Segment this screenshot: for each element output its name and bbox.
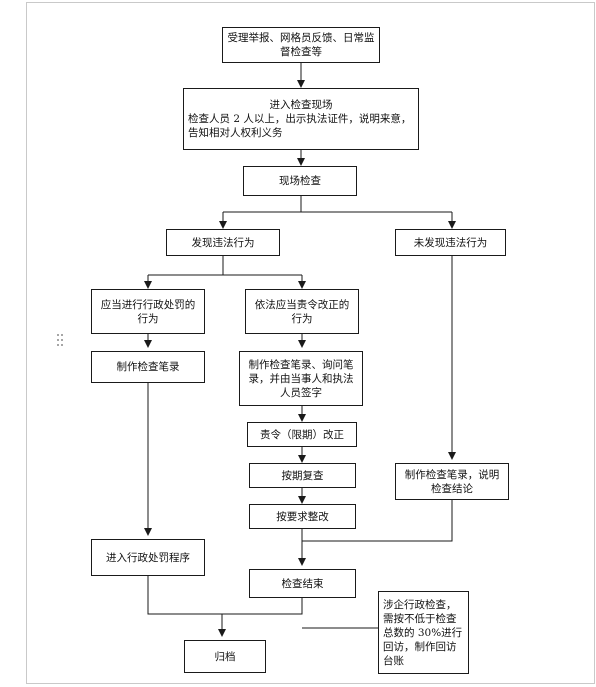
node-enter-site-body: 检查人员 2 人以上，出示执法证件，说明来意，告知相对人权利义务 bbox=[188, 113, 412, 139]
node-found-label: 发现违法行为 bbox=[191, 236, 255, 249]
drag-handle-icon[interactable] bbox=[57, 334, 65, 348]
node-rectify: 依法应当责令改正的行为 bbox=[245, 289, 359, 334]
node-not-found: 未发现违法行为 bbox=[395, 229, 506, 256]
arrowhead-penalty bbox=[144, 281, 152, 289]
page-frame bbox=[26, 2, 595, 684]
node-order: 责令（限期）改正 bbox=[247, 422, 357, 447]
node-accept: 受理举报、网格员反馈、日常监督检查等 bbox=[222, 27, 380, 63]
node-archive: 归档 bbox=[184, 640, 266, 673]
node-require-label: 按要求整改 bbox=[276, 510, 329, 523]
node-accept-label: 受理举报、网格员反馈、日常监督检查等 bbox=[227, 32, 375, 58]
node-site-check: 现场检查 bbox=[243, 166, 357, 196]
node-site-check-label: 现场检查 bbox=[279, 175, 321, 187]
node-recheck-label: 按期复查 bbox=[281, 469, 324, 482]
arrowhead-found bbox=[219, 221, 227, 229]
edge-found-split bbox=[147, 256, 303, 283]
edge-site-split bbox=[222, 196, 453, 225]
arrowhead-not-found bbox=[448, 221, 456, 229]
node-record-left-label: 制作检查笔录 bbox=[116, 361, 180, 373]
node-record-mid: 制作检查笔录、询问笔录，并由当事人和执法人员签字 bbox=[239, 351, 363, 406]
node-found: 发现违法行为 bbox=[166, 229, 280, 256]
arrowhead-rectify bbox=[298, 281, 306, 289]
node-rectify-label: 依法应当责令改正的行为 bbox=[254, 298, 350, 325]
node-record-left: 制作检查笔录 bbox=[91, 351, 205, 383]
node-admin: 进入行政处罚程序 bbox=[91, 539, 205, 576]
node-end-label: 检查结束 bbox=[281, 577, 324, 590]
node-followup-note: 涉企行政检查，需按不低于检查总数的 30%进行回访，制作回访台账 bbox=[378, 591, 469, 674]
node-penalty: 应当进行行政处罚的行为 bbox=[91, 289, 205, 334]
node-recheck: 按期复查 bbox=[249, 463, 356, 488]
node-archive-label: 归档 bbox=[214, 650, 236, 663]
node-require: 按要求整改 bbox=[249, 504, 356, 529]
node-enter-site-title: 进入检查现场 bbox=[269, 99, 333, 111]
edge-record-right-merge bbox=[302, 500, 453, 542]
node-record-right: 制作检查笔录，说明检查结论 bbox=[395, 463, 509, 500]
node-followup-note-label: 涉企行政检查，需按不低于检查总数的 30%进行回访，制作回访台账 bbox=[383, 598, 463, 667]
edge-end-archive bbox=[222, 598, 303, 615]
node-record-right-label: 制作检查笔录，说明检查结论 bbox=[404, 468, 500, 495]
node-end: 检查结束 bbox=[249, 569, 356, 598]
node-order-label: 责令（限期）改正 bbox=[260, 428, 344, 441]
node-penalty-label: 应当进行行政处罚的行为 bbox=[100, 298, 196, 325]
edge-admin-archive bbox=[147, 576, 226, 637]
node-not-found-label: 未发现违法行为 bbox=[413, 236, 488, 249]
node-admin-label: 进入行政处罚程序 bbox=[106, 551, 190, 564]
node-record-mid-label: 制作检查笔录、询问笔录，并由当事人和执法人员签字 bbox=[248, 358, 354, 399]
node-enter-site: 进入检查现场 检查人员 2 人以上，出示执法证件，说明来意，告知相对人权利义务 bbox=[183, 88, 419, 150]
